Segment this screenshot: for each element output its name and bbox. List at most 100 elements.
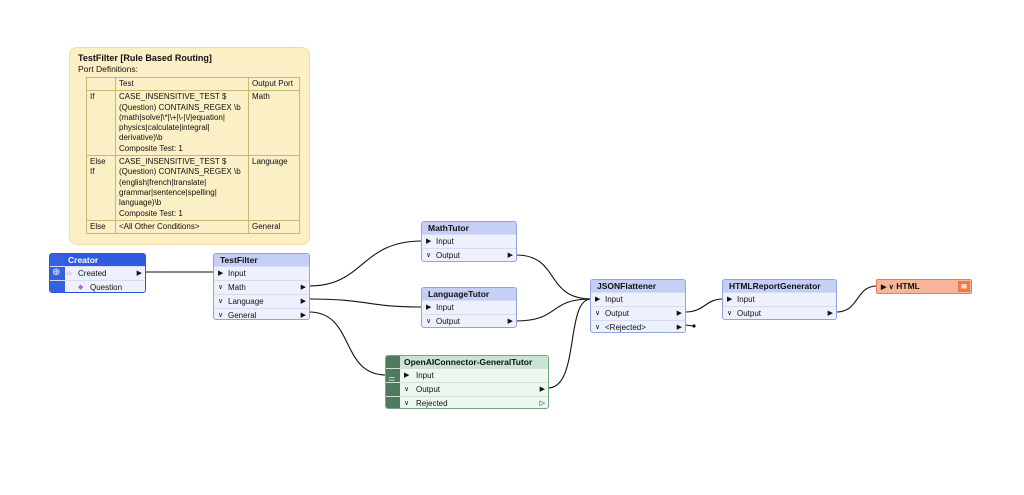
input-port[interactable]: ▶ Input: [422, 300, 516, 314]
chevron-down-icon: ∨: [404, 400, 410, 407]
output-port-created[interactable]: ⌂ Created ▶: [50, 266, 145, 280]
test-line: grammar|sentence|spelling|: [119, 187, 217, 197]
test-line: Composite Test: 1: [119, 143, 183, 153]
output-port[interactable]: ∨ Output ▶: [386, 382, 548, 396]
port-label: Output: [416, 385, 441, 394]
port-label: Input: [605, 295, 623, 304]
jsonflattener-node[interactable]: JSONFlattener ▶ Input ∨ Output ▶ ∨ <Reje…: [590, 279, 686, 333]
chevron-down-icon: ∨: [426, 252, 432, 259]
test-line: language)\b: [119, 198, 162, 208]
input-port[interactable]: ▶ Input: [591, 292, 685, 306]
port-label: Input: [737, 295, 755, 304]
table-header-cell: [86, 76, 116, 92]
attribute-icon: ◆: [78, 284, 84, 291]
openai-connector-node[interactable]: ☰ OpenAIConnector-GeneralTutor ▶ Input ∨…: [385, 355, 549, 409]
test-line: (Question) CONTAINS_REGEX \b: [119, 102, 241, 112]
test-line: Composite Test: 1: [119, 208, 183, 218]
output-port[interactable]: ∨ Output ▶: [422, 314, 516, 327]
output-arrow-icon: ▶: [300, 298, 306, 305]
input-port[interactable]: ▶ Input: [723, 292, 836, 306]
table-row: Else If CASE_INSENSITIVE_TEST $ (Questio…: [86, 155, 300, 221]
port-label: Language: [228, 297, 264, 306]
input-port[interactable]: ▶ Input: [386, 368, 548, 382]
wire-openai-jsonflattener: [547, 298, 592, 389]
mathtutor-node[interactable]: MathTutor ▶ Input ∨ Output ▶: [421, 221, 517, 262]
output-arrow-icon: ▶: [539, 386, 545, 393]
input-port[interactable]: ▶ Input: [214, 266, 309, 280]
output-port[interactable]: ∨ Output ▶: [723, 306, 836, 319]
port-label: Output: [737, 309, 762, 318]
test-cell: CASE_INSENSITIVE_TEST $ (Question) CONTA…: [115, 90, 249, 157]
annotation-title: TestFilter [Rule Based Routing]: [78, 53, 212, 63]
chevron-down-icon: ∨: [218, 312, 224, 319]
node-title: MathTutor: [422, 222, 516, 234]
output-arrow-icon: ▶: [300, 312, 306, 319]
output-port-general[interactable]: ∨ General ▶: [214, 308, 309, 320]
chevron-down-icon: ∨: [218, 298, 224, 305]
wire-jsonflattener-htmlreport: [684, 298, 724, 313]
output-port-math[interactable]: ∨ Math ▶: [214, 280, 309, 294]
input-port[interactable]: ▶ Input: [422, 234, 516, 248]
table-header-cell: Test: [115, 76, 249, 92]
input-arrow-icon: ▶: [426, 304, 432, 311]
port-label: <Rejected>: [605, 323, 646, 332]
chevron-down-icon: ∨: [727, 310, 733, 317]
port-label: Input: [228, 269, 246, 278]
output-arrow-icon: ▶: [827, 310, 833, 317]
test-line: derivative)\b: [119, 133, 163, 143]
layers-icon: ≋: [958, 281, 970, 292]
node-title: Creator: [50, 254, 145, 266]
condition-cell: If: [86, 90, 116, 157]
port-label: General: [228, 311, 257, 320]
port-label: Rejected: [416, 399, 448, 408]
port-label: Output: [436, 251, 461, 260]
output-port-language[interactable]: ∨ Language ▶: [214, 294, 309, 308]
port-definitions-table: Test Output Port If CASE_INSENSITIVE_TES…: [86, 76, 300, 235]
wire-language-languagetutor: [308, 298, 423, 308]
output-port-cell: General: [248, 219, 300, 235]
creator-node[interactable]: ⊕ Creator ⌂ Created ▶ ◆ Question: [49, 253, 146, 293]
condition-cell: Else If: [86, 155, 116, 221]
chevron-down-icon: ∨: [595, 310, 601, 317]
rejected-arrow-icon: ▷: [539, 400, 545, 407]
wire-languagetutor-jsonflattener: [515, 298, 592, 322]
output-port[interactable]: ∨ Output ▶: [591, 306, 685, 320]
node-title: TestFilter: [214, 254, 309, 266]
output-port-cell: Language: [248, 155, 300, 221]
output-arrow-icon: ▶: [676, 324, 682, 331]
node-title: HTMLReportGenerator: [723, 280, 836, 292]
rejected-port[interactable]: ∨ <Rejected> ▶: [591, 320, 685, 332]
input-arrow-icon: ▶: [727, 296, 733, 303]
creator-icon: ⊕: [52, 267, 61, 278]
testfilter-node[interactable]: TestFilter ▶ Input ∨ Math ▶ ∨ Language ▶…: [213, 253, 310, 320]
test-line: CASE_INSENSITIVE_TEST $: [119, 92, 227, 102]
test-cell: CASE_INSENSITIVE_TEST $ (Question) CONTA…: [115, 155, 249, 221]
output-arrow-icon: ▶: [507, 252, 513, 259]
input-arrow-icon: ▶: [218, 270, 224, 277]
node-title: HTML: [896, 281, 920, 291]
port-label: Input: [436, 237, 454, 246]
chevron-down-icon: ∨: [218, 284, 224, 291]
node-title: LanguageTutor: [422, 288, 516, 300]
table-header-cell: Output Port: [248, 76, 300, 92]
output-port[interactable]: ∨ Output ▶: [422, 248, 516, 261]
node-title: JSONFlattener: [591, 280, 685, 292]
output-arrow-icon: ▶: [676, 310, 682, 317]
port-label: Math: [228, 283, 246, 292]
port-label: Question: [90, 283, 123, 292]
table-row: If CASE_INSENSITIVE_TEST $ (Question) CO…: [86, 90, 300, 157]
test-line: (english|french|translate|: [119, 177, 207, 187]
rejected-port[interactable]: ∨ Rejected ▷: [386, 396, 548, 408]
chevron-down-icon: ∨: [595, 324, 601, 331]
test-cell: <All Other Conditions>: [115, 219, 249, 235]
output-arrow-icon: ▶: [136, 270, 142, 277]
connector-icon: ☰: [388, 376, 396, 385]
creator-side-bar: [50, 254, 65, 292]
languagetutor-node[interactable]: LanguageTutor ▶ Input ∨ Output ▶: [421, 287, 517, 328]
output-arrow-icon: ▶: [300, 284, 306, 291]
port-label: Input: [436, 303, 454, 312]
htmlreport-node[interactable]: HTMLReportGenerator ▶ Input ∨ Output ▶: [722, 279, 837, 320]
input-arrow-icon: ▶: [881, 284, 887, 291]
html-writer-node[interactable]: ▶ ∨ HTML ≋: [876, 279, 972, 294]
